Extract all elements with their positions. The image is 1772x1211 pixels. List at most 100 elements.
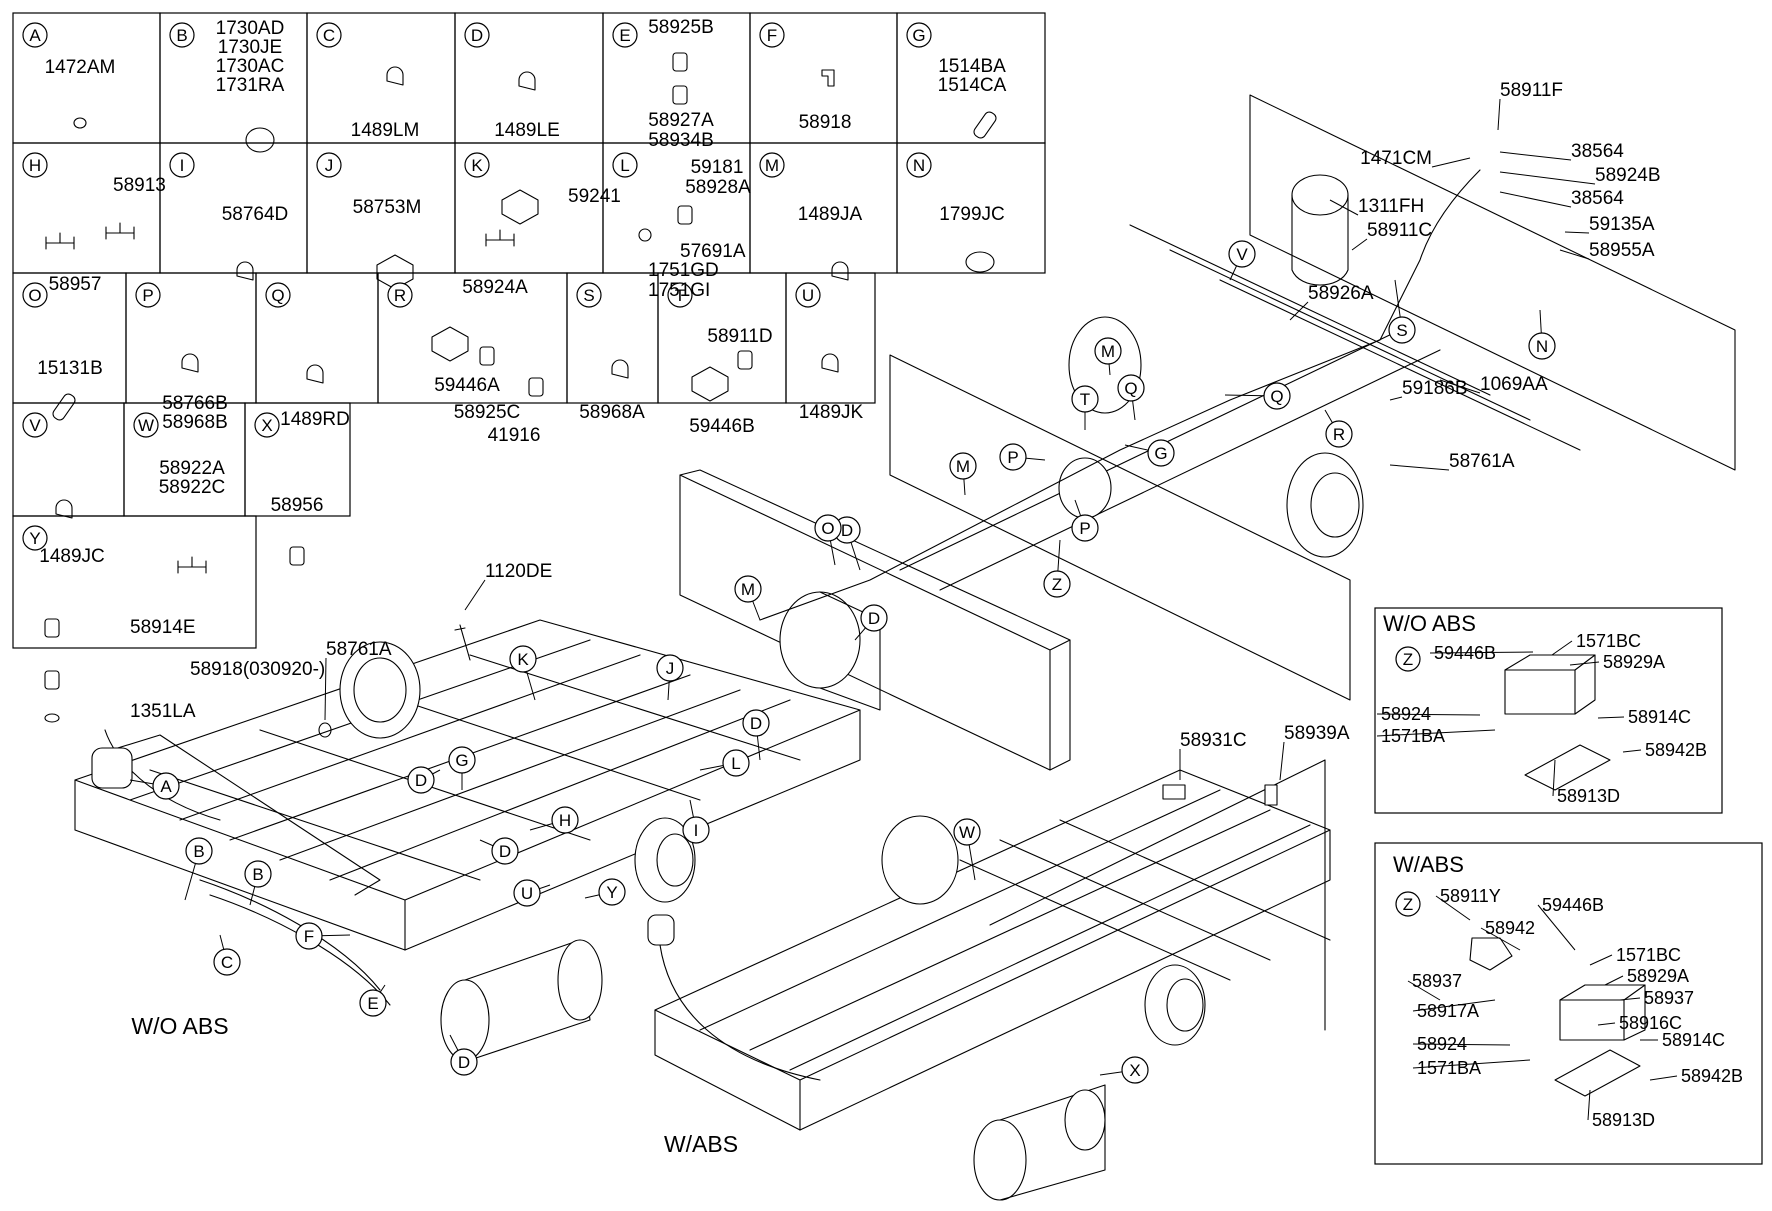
legend-letter-u-letter: U	[802, 286, 814, 305]
part-number-label: 1120DE	[485, 561, 552, 582]
legend-part-number: 1351LA	[130, 701, 196, 722]
legend-part-number: 59181	[691, 157, 744, 178]
fitting-icon	[677, 205, 693, 225]
callout-g: G	[1147, 439, 1175, 467]
legend-letter-b: B	[169, 22, 195, 48]
callout-d: D	[407, 766, 435, 794]
legend-letter-l: L	[612, 152, 638, 178]
inset-w-abs-label: 58929A	[1627, 966, 1689, 986]
inset-w-abs-marker-letter: Z	[1403, 895, 1413, 914]
callout-b-letter: B	[252, 865, 263, 884]
tee-fitting-icon	[105, 222, 135, 240]
legend-letter-p: P	[135, 282, 161, 308]
legend-letter-f: F	[759, 22, 785, 48]
callout-x-letter: X	[1129, 1061, 1140, 1080]
inset-w-abs-label: 58911Y	[1440, 886, 1501, 906]
leader-line	[1412, 1043, 1511, 1046]
legend-letter-e-letter: E	[619, 26, 630, 45]
leader-line	[1431, 157, 1471, 168]
part-number-label: 38564	[1571, 188, 1624, 209]
legend-letter-y-letter: Y	[29, 529, 40, 548]
abs-insets: W/O ABSW/ABSZZ59446B1571BC58929A58924157…	[1374, 607, 1763, 1165]
legend-letter-g: G	[906, 22, 932, 48]
leader-line	[1329, 199, 1359, 216]
legend-letter-m-letter: M	[765, 156, 779, 175]
callout-c-letter: C	[221, 953, 233, 972]
fitting-icon	[44, 670, 60, 690]
legend-letter-j-letter: J	[325, 156, 334, 175]
callout-q-letter: Q	[1124, 379, 1137, 398]
leader-line	[1499, 191, 1572, 208]
legend-part-number: 1799JC	[939, 204, 1005, 225]
leader-line	[1559, 249, 1590, 260]
clamp-icon	[831, 261, 849, 281]
fitting-icon	[737, 350, 753, 370]
junction-block-icon	[431, 326, 469, 362]
legend-letter-q-letter: Q	[271, 286, 284, 305]
legend-part-number: 1730JE	[218, 37, 282, 58]
legend-part-number: 58956	[271, 495, 324, 516]
inset-wo-abs-label: 1571BC	[1576, 631, 1641, 651]
legend-letter-c: C	[316, 22, 342, 48]
legend-letter-i: I	[169, 152, 195, 178]
legend-part-number: 58924A	[462, 277, 528, 298]
legend-letter-y: Y	[22, 525, 48, 551]
inset-wo-abs-label: 59446B	[1434, 643, 1496, 663]
callout-m: M	[1094, 337, 1122, 365]
callout-y: Y	[598, 878, 626, 906]
inset-w-abs-label: 1571BA	[1417, 1058, 1481, 1078]
part-number-label: 1471CM	[1360, 148, 1432, 169]
legend-part-number: 1489JC	[39, 546, 105, 567]
callout-i-letter: I	[694, 821, 699, 840]
leader-line	[1604, 975, 1624, 986]
callout-d-letter: D	[868, 609, 880, 628]
legend-part-number: 58934B	[648, 130, 714, 151]
legend-part-number: 58764D	[222, 204, 289, 225]
callout-i: I	[682, 816, 710, 844]
fitting-icon	[672, 52, 688, 72]
callout-t: T	[1071, 385, 1099, 413]
leader-line	[1597, 1022, 1616, 1026]
part-number-label: 58926A	[1308, 283, 1374, 304]
clamp-icon	[55, 499, 73, 519]
callout-h: H	[551, 806, 579, 834]
fitting-icon	[528, 377, 544, 397]
part-number-label: 58955A	[1589, 240, 1655, 261]
legend-cell-border	[12, 515, 257, 649]
clamp-icon	[386, 66, 404, 86]
legend-letter-c-letter: C	[323, 26, 335, 45]
legend-part-number: 1514BA	[938, 56, 1006, 77]
legend-letter-o-letter: O	[28, 286, 41, 305]
legend-letter-k-letter: K	[471, 156, 483, 175]
legend-part-number: 1514CA	[938, 75, 1007, 96]
inset-w-abs-label: 58942	[1485, 918, 1535, 938]
legend-part-number: 58957	[49, 274, 102, 295]
inset-w-abs-frame	[1374, 842, 1763, 1165]
legend-letter-t: T	[667, 282, 693, 308]
legend-part-number: 1489LE	[494, 120, 560, 141]
legend-part-number: 58753M	[353, 197, 422, 218]
part-icon	[44, 713, 60, 723]
leader-line	[1412, 999, 1496, 1012]
inset-w-abs-label: 58937	[1412, 971, 1462, 991]
legend-part-number: 1730AC	[216, 56, 285, 77]
clamp-icon	[518, 71, 536, 91]
junction-block-icon	[501, 189, 539, 225]
callout-l-letter: L	[731, 754, 740, 773]
callout-d-letter: D	[841, 521, 853, 540]
legend-part-number: 1489JK	[799, 402, 864, 423]
callout-p: P	[999, 443, 1027, 471]
callout-t-letter: T	[1080, 390, 1090, 409]
legend-grid	[12, 12, 1046, 649]
callout-d: D	[450, 1048, 478, 1076]
legend-part-number: 58968A	[579, 402, 645, 423]
part-icon	[245, 127, 275, 153]
leader-line	[1412, 1059, 1531, 1069]
legend-part-number: 1489LM	[351, 120, 420, 141]
legend-part-number: 1751GD	[648, 260, 719, 281]
callout-f: F	[295, 922, 323, 950]
legend-letter-a-letter: A	[29, 26, 41, 45]
inset-w-abs-label: 58937	[1644, 988, 1694, 1008]
legend-part-number: 1751GI	[648, 280, 710, 301]
